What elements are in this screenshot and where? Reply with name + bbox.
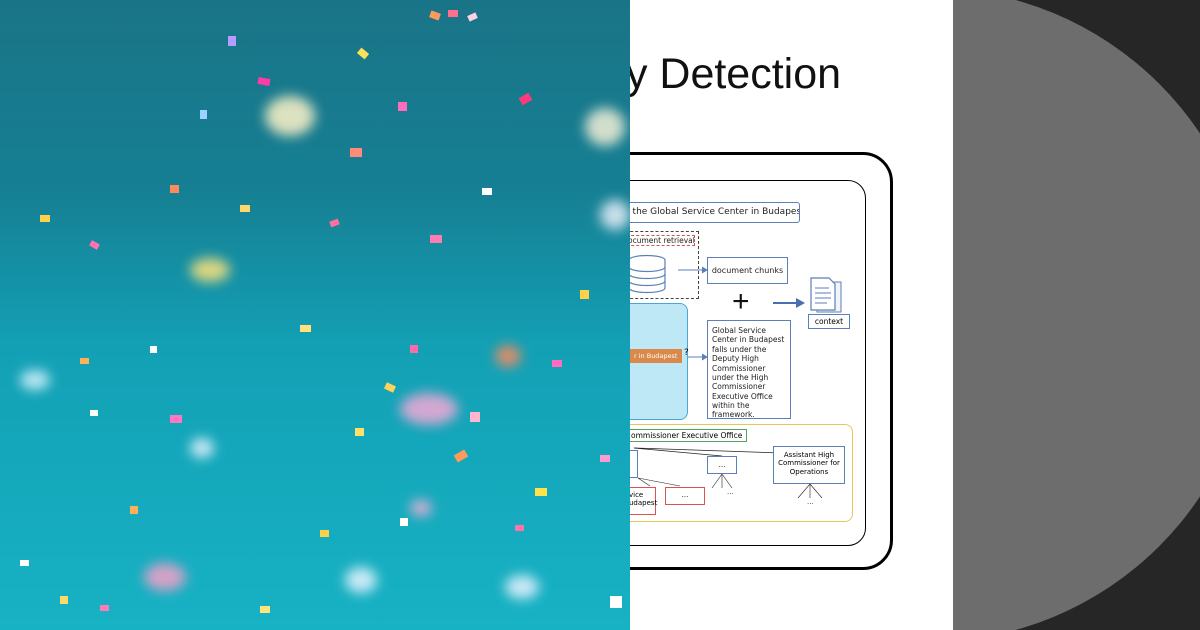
retrieval-label: ocument retrieval [630, 235, 695, 246]
slide-title: ty Detection [630, 50, 842, 98]
plus-symbol: + [732, 285, 750, 318]
question-box: s the Global Service Center in Budapest? [630, 202, 800, 223]
tree-ellipsis: ... [727, 488, 734, 496]
arrow-icon [678, 266, 708, 274]
tree-ellipsis: ... [807, 498, 814, 506]
inner-frame [630, 180, 866, 546]
gray-circle-shape [953, 0, 1200, 630]
org-node [630, 450, 638, 478]
database-icon [630, 254, 666, 294]
org-node: ... [707, 456, 737, 474]
arrow-icon [688, 353, 708, 361]
org-node-assistant: Assistant High Commissioner for Operatio… [773, 446, 845, 484]
context-label: context [808, 314, 850, 329]
slide-panel: ty Detection s the Global Service Center… [630, 0, 953, 630]
entity-question-mark: ? [684, 348, 689, 358]
org-node-highlighted: ... [665, 487, 705, 505]
org-chart-title: ommissioner Executive Office [630, 429, 748, 442]
document-icon [810, 277, 842, 313]
retrieval-box: ocument retrieval [630, 231, 699, 299]
outer-frame [630, 152, 893, 570]
org-node-highlighted: vice udapest [630, 487, 657, 515]
dark-side-panel [953, 0, 1200, 630]
entity-chip: r in Budapest [630, 349, 682, 363]
document-chunks-box: document chunks [707, 257, 788, 284]
arrow-icon [773, 298, 805, 308]
answer-box: Global Service Center in Budapest falls … [707, 320, 791, 419]
confetti-photo [0, 0, 630, 630]
